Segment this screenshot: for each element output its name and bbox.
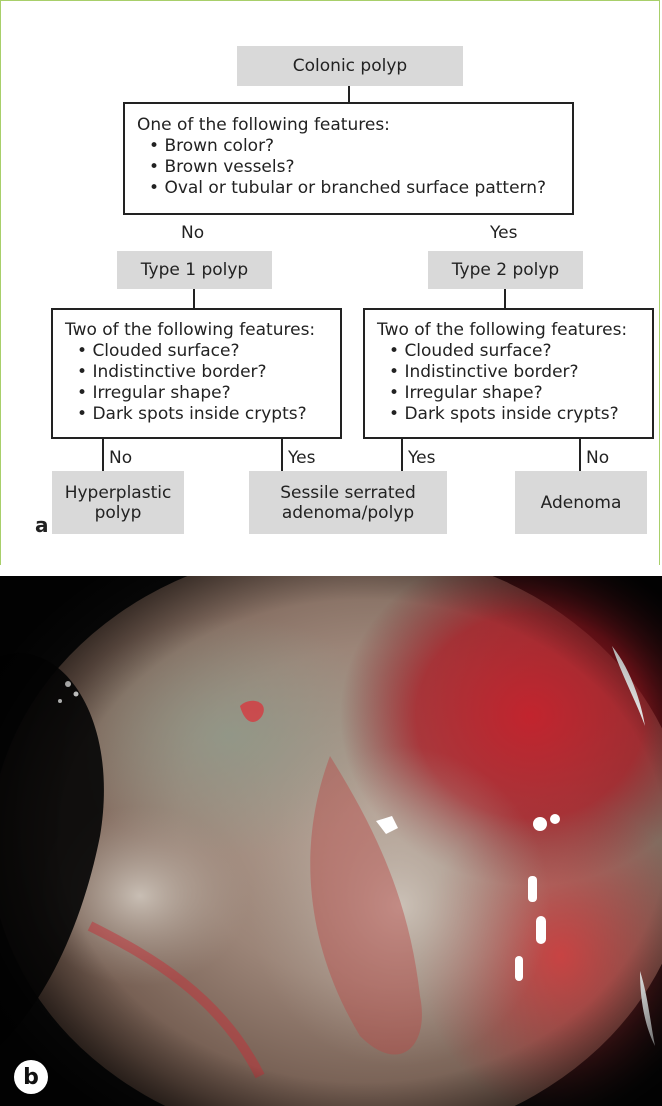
question-left-box: Two of the following features: Clouded s… — [51, 308, 342, 439]
question-1-item: Brown color? — [149, 136, 572, 157]
question-left-item: Clouded surface? — [77, 341, 340, 362]
question-left-heading: Two of the following features: — [65, 320, 340, 341]
question-right-item: Indistinctive border? — [389, 362, 652, 383]
flowchart-panel: Colonic polyp One of the following featu… — [0, 0, 660, 565]
question-left-item: Dark spots inside crypts? — [77, 404, 340, 425]
question-1-item: Oval or tubular or branched surface patt… — [149, 178, 572, 199]
connector — [504, 289, 506, 309]
type-1-node: Type 1 polyp — [117, 251, 272, 289]
type-2-node: Type 2 polyp — [428, 251, 583, 289]
panel-b-letter: b — [14, 1060, 48, 1094]
endoscopy-photo — [0, 576, 662, 1106]
outcome-adenoma-label: Adenoma — [541, 493, 622, 513]
yes-label: Yes — [490, 223, 517, 243]
branch-label: No — [109, 448, 132, 468]
connector — [102, 439, 104, 471]
outcome-ssa: Sessile serrated adenoma/polyp — [249, 471, 447, 534]
question-right-item: Dark spots inside crypts? — [389, 404, 652, 425]
question-left-item: Indistinctive border? — [77, 362, 340, 383]
outcome-ssa-label: Sessile serrated adenoma/polyp — [267, 483, 429, 523]
root-node: Colonic polyp — [237, 46, 463, 86]
question-1-item: Brown vessels? — [149, 157, 572, 178]
no-label: No — [181, 223, 204, 243]
panel-a-letter: a — [35, 513, 49, 537]
question-left-item: Irregular shape? — [77, 383, 340, 404]
endoscopy-image-panel: b — [0, 576, 662, 1106]
question-right-heading: Two of the following features: — [377, 320, 652, 341]
connector — [281, 439, 283, 471]
question-right-box: Two of the following features: Clouded s… — [363, 308, 654, 439]
outcome-adenoma: Adenoma — [515, 471, 647, 534]
connector — [193, 289, 195, 309]
branch-label: Yes — [288, 448, 315, 468]
question-right-item: Irregular shape? — [389, 383, 652, 404]
connector — [579, 439, 581, 471]
outcome-hyperplastic: Hyperplastic polyp — [52, 471, 184, 534]
question-1-heading: One of the following features: — [137, 115, 572, 136]
outcome-hyperplastic-label: Hyperplastic polyp — [65, 483, 172, 523]
connector — [348, 86, 350, 103]
question-1-box: One of the following features: Brown col… — [123, 102, 574, 215]
question-right-item: Clouded surface? — [389, 341, 652, 362]
branch-label: No — [586, 448, 609, 468]
connector — [401, 439, 403, 471]
branch-label: Yes — [408, 448, 435, 468]
